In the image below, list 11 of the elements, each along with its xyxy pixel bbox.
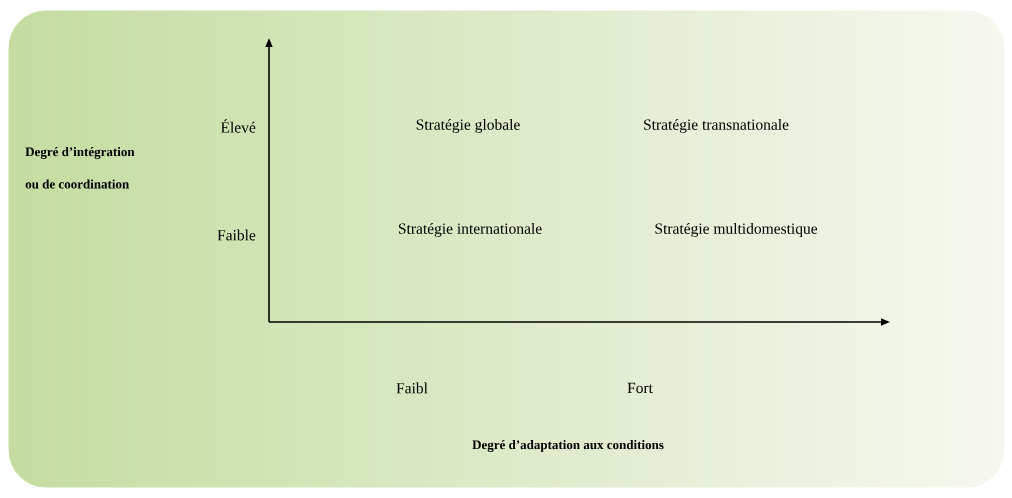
axis-tick-label: Faible [217, 229, 256, 241]
quadrant-label: Stratégie multidomestique [655, 222, 818, 238]
axis-tick-label: Élevé [220, 119, 256, 133]
axis-title: ou de coordination [25, 179, 130, 189]
axis-title: Degré d’adaptation aux conditions [472, 440, 664, 452]
quadrant-label: Stratégie globale [416, 118, 520, 134]
axis-tick-label: Fort [627, 382, 653, 394]
axis-tick-label: Faibl [396, 382, 428, 394]
axis-title: Degré d’intégration [25, 147, 135, 159]
quadrant-label: Stratégie internationale [398, 222, 542, 238]
quadrant-label: Stratégie transnationale [644, 118, 789, 134]
